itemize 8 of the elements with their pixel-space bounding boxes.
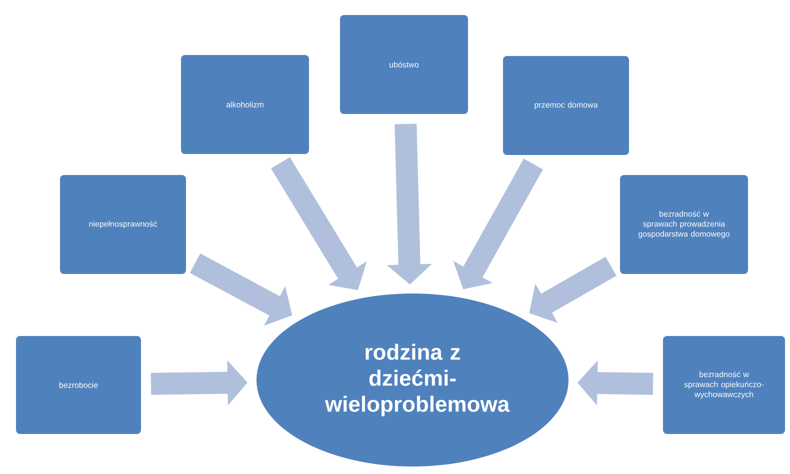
rounded-box: bezrobocie [14, 334, 143, 436]
rounded-box: przemoc domowa [501, 54, 631, 157]
rounded-box: bezradność w sprawach opiekuńczo-wychowawczych [661, 334, 787, 436]
ellipse-node: rodzina z dziećmi-wieloproblemowa [254, 290, 572, 470]
rounded-box: alkoholizm [179, 53, 311, 156]
rounded-box: niepełnosprawność [58, 173, 188, 276]
rounded-box: bezradność w sprawach prowadzenia gospodarstwa domowego [618, 173, 750, 276]
rounded-box: ubóstwo [338, 13, 470, 116]
